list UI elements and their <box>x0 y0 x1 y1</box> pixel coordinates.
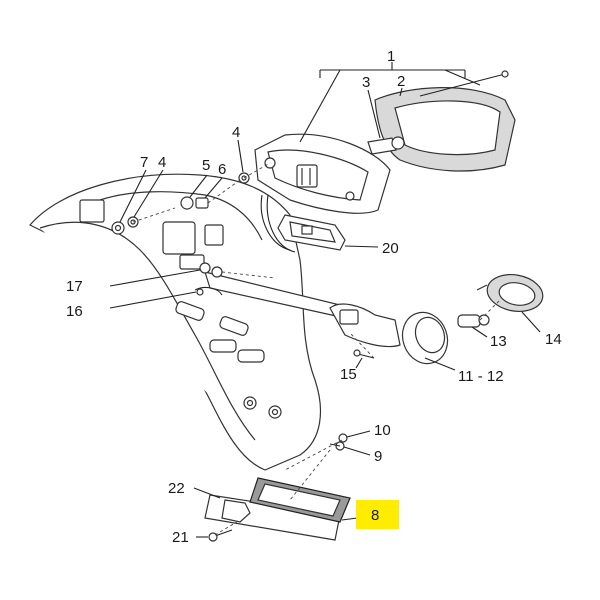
callout-15: 15 <box>340 366 357 383</box>
assembly-guides <box>132 162 501 536</box>
callout-11-12: 11 - 12 <box>458 368 504 385</box>
callout-22: 22 <box>168 480 185 497</box>
indicator-lens-and-bulb <box>457 274 544 328</box>
callout-5: 5 <box>202 157 210 174</box>
callout-21: 21 <box>172 529 189 546</box>
callout-4-upper: 4 <box>232 124 240 141</box>
callout-labels: 1 2 3 4 4 5 6 7 8 9 10 11 - 12 13 14 15 … <box>66 48 562 546</box>
callout-8: 8 <box>371 507 379 524</box>
tail-light-assembly <box>254 70 516 253</box>
callout-10: 10 <box>374 422 391 439</box>
callout-13: 13 <box>490 333 507 350</box>
leader-lines <box>109 62 541 538</box>
callout-4-left: 4 <box>158 154 166 171</box>
callout-7: 7 <box>140 154 148 171</box>
highlight-box-8 <box>356 500 399 529</box>
callout-16: 16 <box>66 303 83 320</box>
reflector-and-plate <box>204 477 351 542</box>
license-plate-holder <box>29 173 321 471</box>
callout-2: 2 <box>397 73 405 90</box>
callout-20: 20 <box>382 240 399 257</box>
screws-9-10 <box>329 433 348 451</box>
callout-9: 9 <box>374 448 382 465</box>
fasteners-upper <box>111 172 250 235</box>
plate-light <box>277 214 346 251</box>
callout-3: 3 <box>362 74 370 91</box>
callout-1: 1 <box>387 48 395 65</box>
callout-14: 14 <box>545 331 562 348</box>
callout-6: 6 <box>218 161 226 178</box>
turn-signal-assembly <box>204 271 449 365</box>
callout-17: 17 <box>66 278 83 295</box>
